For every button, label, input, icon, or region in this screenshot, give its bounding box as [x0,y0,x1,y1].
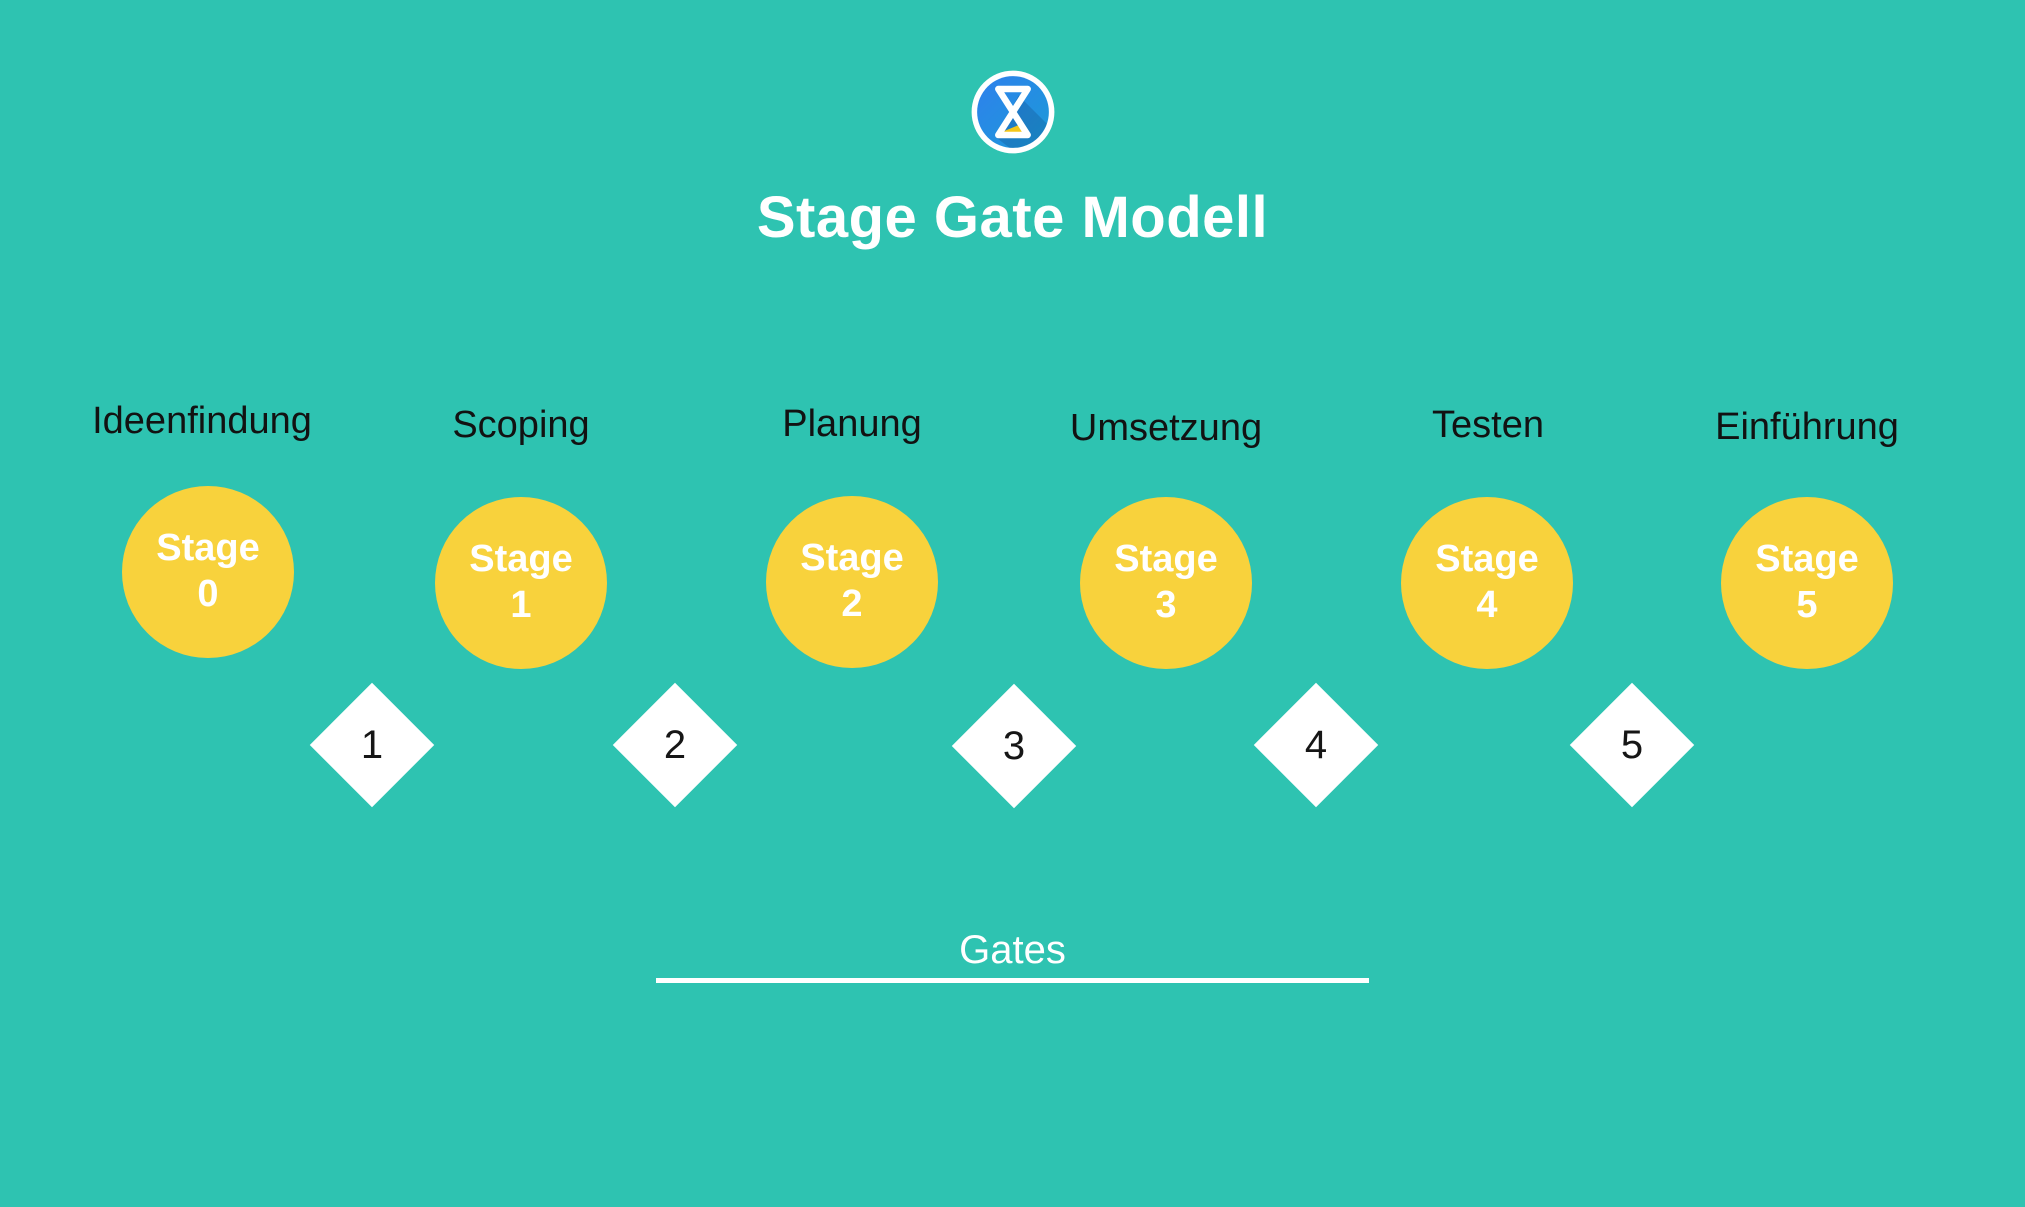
stage-label-ideenfindung: Ideenfindung [92,400,312,442]
page-title: Stage Gate Modell [756,185,1269,250]
gates-underline [656,978,1369,983]
stage-word: Stage [800,537,904,580]
stage-circle-4: Stage 4 [1401,497,1573,669]
stage-label-planung: Planung [782,403,922,445]
stage-circle-0: Stage 0 [122,486,294,658]
gate-diamond-2: 2 [612,682,738,808]
hourglass-icon [967,66,1059,158]
stage-number: 5 [1796,584,1818,626]
stage-label-umsetzung: Umsetzung [1069,407,1263,449]
stage-word: Stage [1114,538,1218,581]
stage-word: Stage [156,527,260,570]
stage-label-testen: Testen [1432,404,1544,446]
stage-label-scoping: Scoping [452,404,590,446]
stage-number: 0 [197,573,219,615]
stage-word: Stage [469,538,573,581]
stage-label-einfuehrung: Einführung [1715,406,1899,448]
gate-number: 5 [1620,722,1644,767]
stage-number: 4 [1476,584,1498,626]
stage-circle-3: Stage 3 [1080,497,1252,669]
stage-number: 2 [841,583,863,625]
stage-word: Stage [1755,538,1859,581]
gate-number: 1 [360,722,384,767]
gates-section-label: Gates [959,928,1066,972]
gate-number: 4 [1304,722,1328,767]
stage-number: 1 [510,584,532,626]
stage-number: 3 [1155,584,1177,626]
gate-number: 2 [663,722,687,767]
gate-diamond-3: 3 [951,683,1077,809]
gate-diamond-5: 5 [1569,682,1695,808]
stage-word: Stage [1435,538,1539,581]
stage-circle-5: Stage 5 [1721,497,1893,669]
gate-diamond-4: 4 [1253,682,1379,808]
stage-circle-2: Stage 2 [766,496,938,668]
stage-circle-1: Stage 1 [435,497,607,669]
gate-diamond-1: 1 [309,682,435,808]
gate-number: 3 [1002,723,1026,768]
